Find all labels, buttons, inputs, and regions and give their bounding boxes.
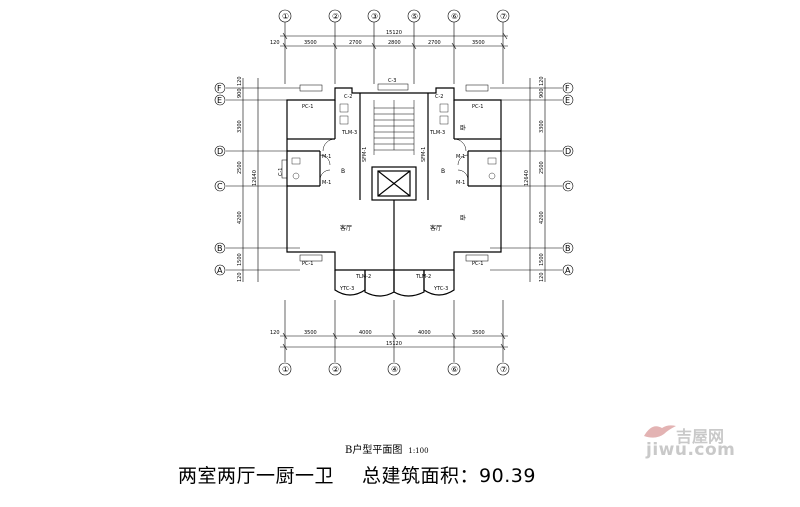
- dim-left-seg-3: 3300: [237, 120, 243, 133]
- plan-title: B户型平面图 1:100: [345, 441, 429, 456]
- summary-layout: 两室两厅一厨一卫: [178, 465, 335, 487]
- label-kitchen-b-left: B: [341, 168, 345, 175]
- label-tlm2-left: TLM-2: [355, 274, 371, 280]
- label-pc1-br: PC-1: [472, 261, 484, 267]
- dim-bottom-total: 15120: [386, 341, 402, 347]
- dimension-text: 15120 120 3500 2700 2800 2700 3500 120 3…: [237, 30, 545, 347]
- axis-right-b: B: [565, 244, 571, 253]
- dim-left-seg-2: 900: [237, 88, 243, 98]
- label-tlm2-right: TLM-2: [415, 274, 431, 280]
- dim-top-seg-1: 3500: [304, 40, 317, 46]
- label-pc1-tl: PC-1: [302, 104, 314, 110]
- label-pc1-bl: PC-1: [302, 261, 314, 267]
- axis-top-5: ⑤: [411, 12, 418, 21]
- dim-top-seg-4: 2700: [428, 40, 441, 46]
- axis-left-a: A: [217, 266, 223, 275]
- label-sfm1-left: SFM-1: [362, 147, 368, 162]
- bird-logo-icon: [644, 425, 676, 438]
- dim-left-total: 12640: [252, 170, 258, 186]
- axis-left-e: E: [217, 96, 222, 105]
- dim-top-seg-2: 2700: [349, 40, 362, 46]
- label-m1-c: M-1: [456, 154, 465, 160]
- label-c2-right: C-2: [435, 94, 443, 100]
- building-walls: [281, 83, 502, 297]
- dim-left-seg-1: 120: [237, 76, 243, 86]
- axis-bottom-1: ①: [282, 365, 289, 374]
- component-labels: C-3 C-2 C-2 PC-1 PC-1 PC-1 PC-1 TLM-3 TL…: [278, 78, 484, 292]
- label-bed-right-bottom: 卧: [460, 214, 466, 222]
- axis-top-2: ②: [332, 12, 339, 21]
- axis-top-1: ①: [282, 12, 289, 21]
- dim-top-seg-5: 3500: [472, 40, 485, 46]
- dim-top-edge: 120: [270, 40, 280, 46]
- watermark-cn: 吉屋网: [676, 427, 725, 446]
- dim-right-seg-5: 4200: [539, 211, 545, 224]
- axis-right-e: E: [565, 96, 570, 105]
- axis-bottom-6: ⑥: [451, 365, 458, 374]
- label-bed-right-top: 卧: [460, 124, 466, 132]
- label-m1-b: M-1: [322, 180, 331, 186]
- axis-left-f: F: [217, 84, 222, 93]
- bottom-axis-markers: [278, 300, 510, 376]
- dim-left-seg-5: 4200: [237, 211, 243, 224]
- axis-bottom-2: ②: [332, 365, 339, 374]
- label-tlm3-left: TLM-3: [341, 130, 357, 136]
- label-c2-left: C-2: [344, 94, 352, 100]
- dim-bottom-seg-1: 3500: [304, 330, 317, 336]
- label-m1-d: M-1: [456, 180, 465, 186]
- axis-left-d: D: [217, 147, 223, 156]
- label-tlm3-right: TLM-3: [429, 130, 445, 136]
- dim-left-seg-7: 120: [237, 272, 243, 282]
- label-kitchen-b-right: B: [441, 168, 445, 175]
- dim-top-total: 15120: [386, 30, 402, 36]
- axis-top-7: ⑦: [500, 12, 507, 21]
- axis-bottom-4: ④: [391, 365, 398, 374]
- dim-top-seg-3: 2800: [388, 40, 401, 46]
- dim-right-seg-3: 3300: [539, 120, 545, 133]
- dim-bottom-edge: 120: [270, 330, 280, 336]
- dim-right-seg-7: 120: [539, 272, 545, 282]
- dim-right-total: 12640: [524, 170, 530, 186]
- axis-left-b: B: [217, 244, 223, 253]
- axis-right-d: D: [565, 147, 571, 156]
- dim-right-seg-6: 1500: [539, 253, 545, 266]
- axis-right-a: A: [565, 266, 571, 275]
- axis-right-f: F: [565, 84, 570, 93]
- label-c3: C-3: [388, 78, 396, 84]
- axis-right-c: C: [565, 182, 571, 191]
- label-ytc3-left: YTC-3: [339, 286, 354, 292]
- axis-left-c: C: [217, 182, 223, 191]
- dim-right-seg-1: 120: [539, 76, 545, 86]
- label-pc1-tr: PC-1: [472, 104, 484, 110]
- summary-area: 总建筑面积：90.39: [362, 465, 536, 487]
- dim-bottom-seg-4: 3500: [472, 330, 485, 336]
- label-ytc3-right: YTC-3: [433, 286, 448, 292]
- watermark-url: jiwu.com: [646, 440, 736, 460]
- label-sfm1-right: SFM-1: [421, 147, 427, 162]
- dim-bottom-seg-2: 4000: [359, 330, 372, 336]
- dim-right-seg-4: 2500: [539, 161, 545, 174]
- dim-left-seg-4: 2500: [237, 161, 243, 174]
- watermark: 吉屋网 jiwu.com: [640, 418, 790, 464]
- axis-top-6: ⑥: [451, 12, 458, 21]
- top-axis-markers: [278, 9, 510, 84]
- dim-bottom-seg-3: 4000: [418, 330, 431, 336]
- axis-top-3: ③: [371, 12, 378, 21]
- axis-bottom-7: ⑦: [500, 365, 507, 374]
- label-c1-left: C-1: [278, 168, 284, 176]
- axis-text: ① ② ③ ⑤ ⑥ ⑦ ① ② ④ ⑥ ⑦ F E D C B A F E D …: [217, 12, 571, 374]
- label-m1-a: M-1: [322, 154, 331, 160]
- plan-title-name: B户型平面图: [345, 445, 403, 456]
- dim-left-seg-6: 1500: [237, 253, 243, 266]
- dim-right-seg-2: 900: [539, 88, 545, 98]
- plan-summary: 两室两厅一厨一卫 总建筑面积：90.39: [178, 461, 536, 488]
- label-living-right: 客厅: [430, 224, 442, 232]
- right-axis-markers: [490, 82, 574, 276]
- label-living-left: 客厅: [340, 224, 352, 232]
- plan-title-scale: 1:100: [408, 447, 429, 455]
